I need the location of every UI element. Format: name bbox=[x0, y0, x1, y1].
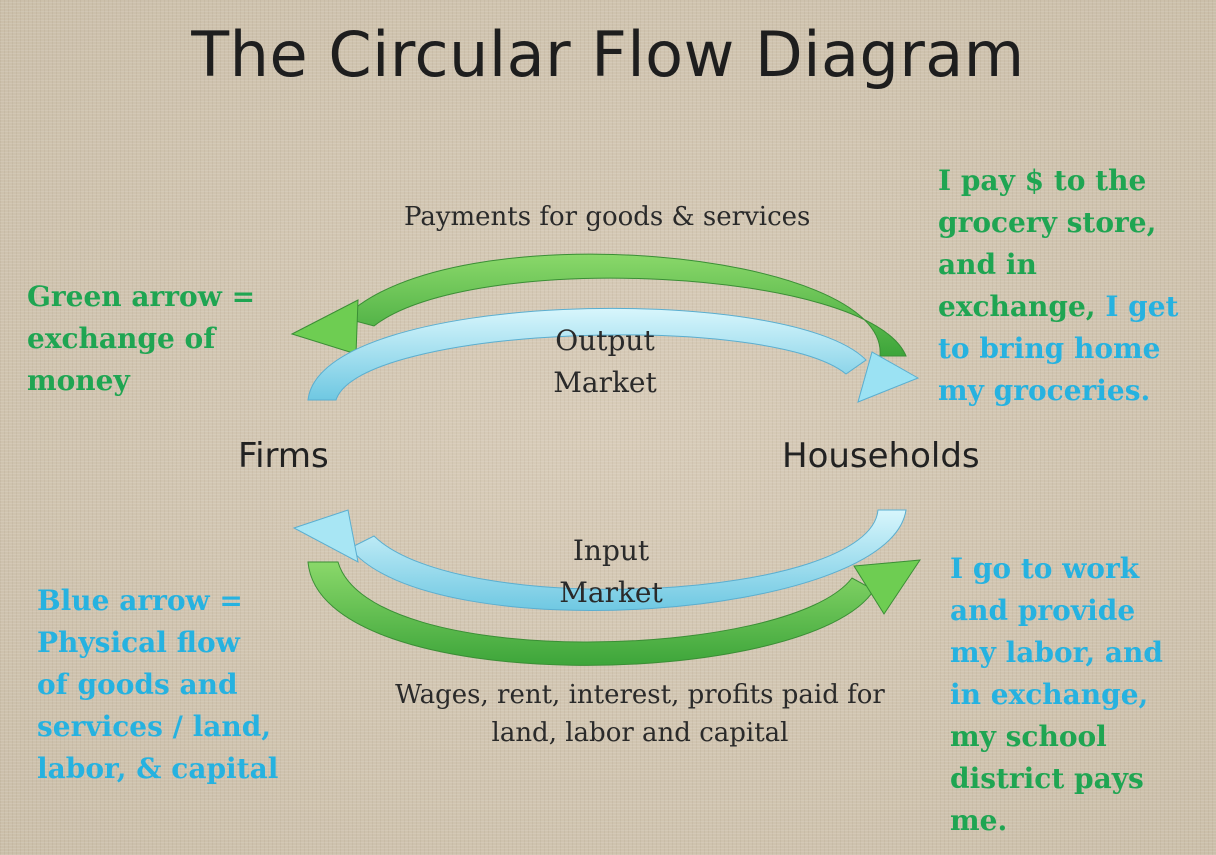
blue-arrow-bottom bbox=[292, 509, 907, 611]
grocery-line1: I pay $ to the bbox=[938, 164, 1147, 197]
wages-line1: Wages, rent, interest, profits paid for bbox=[395, 680, 885, 710]
input-market-label: Input Market bbox=[546, 530, 676, 614]
blue-arrow-top bbox=[307, 307, 920, 403]
grocery-example: I pay $ to the grocery store, and in exc… bbox=[938, 160, 1178, 412]
blue-legend-line2: Physical flow bbox=[37, 626, 240, 659]
blue-legend-line5: labor, & capital bbox=[37, 752, 279, 785]
work-line2: and provide bbox=[950, 594, 1136, 627]
green-legend-line2: exchange of bbox=[27, 322, 216, 355]
grocery-line4-blue: I get bbox=[1105, 290, 1179, 323]
work-line7: me. bbox=[950, 804, 1008, 837]
work-example: I go to work and provide my labor, and i… bbox=[950, 548, 1163, 842]
output-market-line2: Market bbox=[553, 366, 657, 399]
green-legend-line3: money bbox=[27, 364, 130, 397]
green-arrow-top bbox=[290, 253, 907, 357]
blue-legend-line1: Blue arrow = bbox=[37, 584, 243, 617]
grocery-line4-green: exchange, bbox=[938, 290, 1096, 323]
work-line4: in exchange, bbox=[950, 678, 1149, 711]
wages-label: Wages, rent, interest, profits paid for … bbox=[380, 676, 900, 752]
blue-legend-line3: of goods and bbox=[37, 668, 238, 701]
green-arrow-bottom bbox=[307, 559, 921, 666]
work-line3: my labor, and bbox=[950, 636, 1163, 669]
page-title: The Circular Flow Diagram bbox=[191, 18, 1025, 91]
grocery-line2: grocery store, bbox=[938, 206, 1157, 239]
green-arrow-legend: Green arrow = exchange of money bbox=[27, 276, 255, 402]
grocery-line3: and in bbox=[938, 248, 1037, 281]
work-line5: my school bbox=[950, 720, 1107, 753]
input-market-line2: Market bbox=[559, 576, 663, 609]
output-market-label: Output Market bbox=[540, 320, 670, 404]
input-market-line1: Input bbox=[572, 534, 650, 567]
output-market-line1: Output bbox=[555, 324, 655, 357]
grocery-line4: exchange, I get bbox=[938, 286, 1178, 328]
work-line6: district pays bbox=[950, 762, 1144, 795]
wages-line2: land, labor and capital bbox=[491, 718, 789, 748]
grocery-line6: my groceries. bbox=[938, 374, 1151, 407]
green-legend-line1: Green arrow = bbox=[27, 280, 256, 313]
grocery-line5: to bring home bbox=[938, 332, 1161, 365]
blue-arrow-legend: Blue arrow = Physical flow of goods and … bbox=[37, 580, 278, 790]
work-line1: I go to work bbox=[950, 552, 1140, 585]
blue-legend-line4: services / land, bbox=[37, 710, 272, 743]
payments-label: Payments for goods & services bbox=[404, 202, 811, 232]
households-node: Households bbox=[782, 436, 980, 476]
firms-node: Firms bbox=[238, 436, 329, 476]
